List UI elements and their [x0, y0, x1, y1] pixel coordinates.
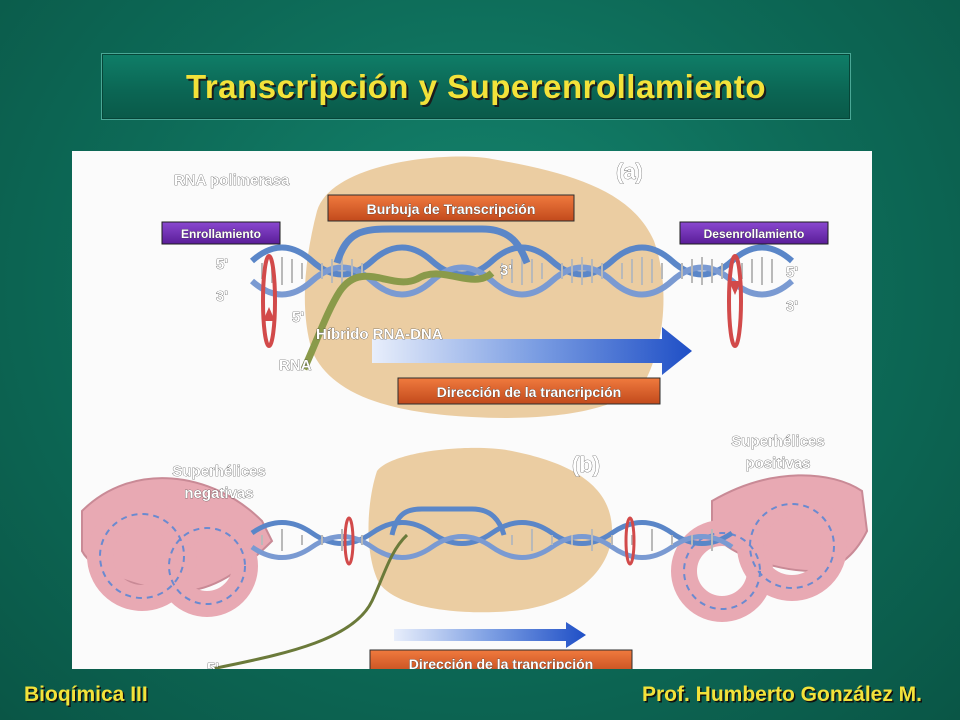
rotation-arrow-left-a	[261, 254, 277, 348]
left-3-prime: 3'	[216, 288, 228, 305]
rotation-marker-left-b	[343, 516, 355, 566]
direction-arrow-b	[394, 622, 586, 648]
panel-a: (a) RNA polimerasa Burbuja de Transcripc…	[161, 156, 829, 418]
rotation-arrow-right-a	[727, 254, 743, 348]
negative-label-line2: negativas	[184, 485, 253, 502]
panel-a-label: (a)	[616, 159, 643, 184]
direction-badge-a: Dirección de la trancripción	[397, 377, 661, 405]
negative-label-line1: Superhélices	[172, 463, 265, 480]
left-5-prime: 5'	[216, 256, 228, 273]
unwinding-label: Desenrollamiento	[704, 227, 805, 241]
panel-b: (b) Superhélices negativas Superhélices …	[81, 433, 869, 677]
transcription-diagram: (a) RNA polimerasa Burbuja de Transcripc…	[81, 156, 869, 677]
negative-supercoil	[81, 477, 274, 617]
footer-course: Bioqímica III	[24, 683, 148, 706]
rna-3-prime: 3'	[500, 262, 512, 279]
footer-author: Prof. Humberto González M.	[641, 683, 922, 706]
rna-polymerase-label: RNA polimerasa	[174, 172, 290, 189]
rna-5-prime-b: 5'	[207, 660, 219, 669]
right-5-prime: 5'	[786, 264, 798, 281]
rna-label: RNA	[279, 357, 312, 374]
title-box: Transcripción y Superenrollamiento	[101, 53, 851, 120]
rotation-marker-right-b	[624, 516, 636, 566]
dna-helix-a	[249, 225, 795, 371]
direction-label-a: Dirección de la trancripción	[437, 384, 621, 400]
panel-b-label: (b)	[572, 452, 600, 477]
dna-helix-b	[211, 506, 734, 671]
direction-label-b: Dirección de la trancripción	[409, 656, 593, 669]
bubble-badge: Burbuja de Transcripción	[327, 194, 575, 222]
direction-arrow-a	[372, 327, 692, 375]
positive-label-line2: positivas	[745, 455, 810, 472]
bubble-label: Burbuja de Transcripción	[367, 201, 536, 217]
positive-label-line1: Superhélices	[731, 433, 824, 450]
unwinding-badge: Desenrollamiento	[679, 221, 829, 245]
rna-5-prime: 5'	[292, 309, 304, 326]
winding-badge: Enrollamiento	[161, 221, 281, 245]
direction-badge-b: Dirección de la trancripción	[369, 649, 633, 677]
slide-title: Transcripción y Superenrollamiento	[186, 67, 766, 105]
figure-panel: (a) RNA polimerasa Burbuja de Transcripc…	[72, 151, 872, 677]
right-3-prime: 3'	[786, 298, 798, 315]
rna-polymerase-b	[368, 447, 612, 613]
positive-supercoil	[671, 474, 869, 622]
hybrid-label: Híbrido RNA-DNA	[316, 326, 443, 343]
winding-label: Enrollamiento	[181, 227, 261, 241]
